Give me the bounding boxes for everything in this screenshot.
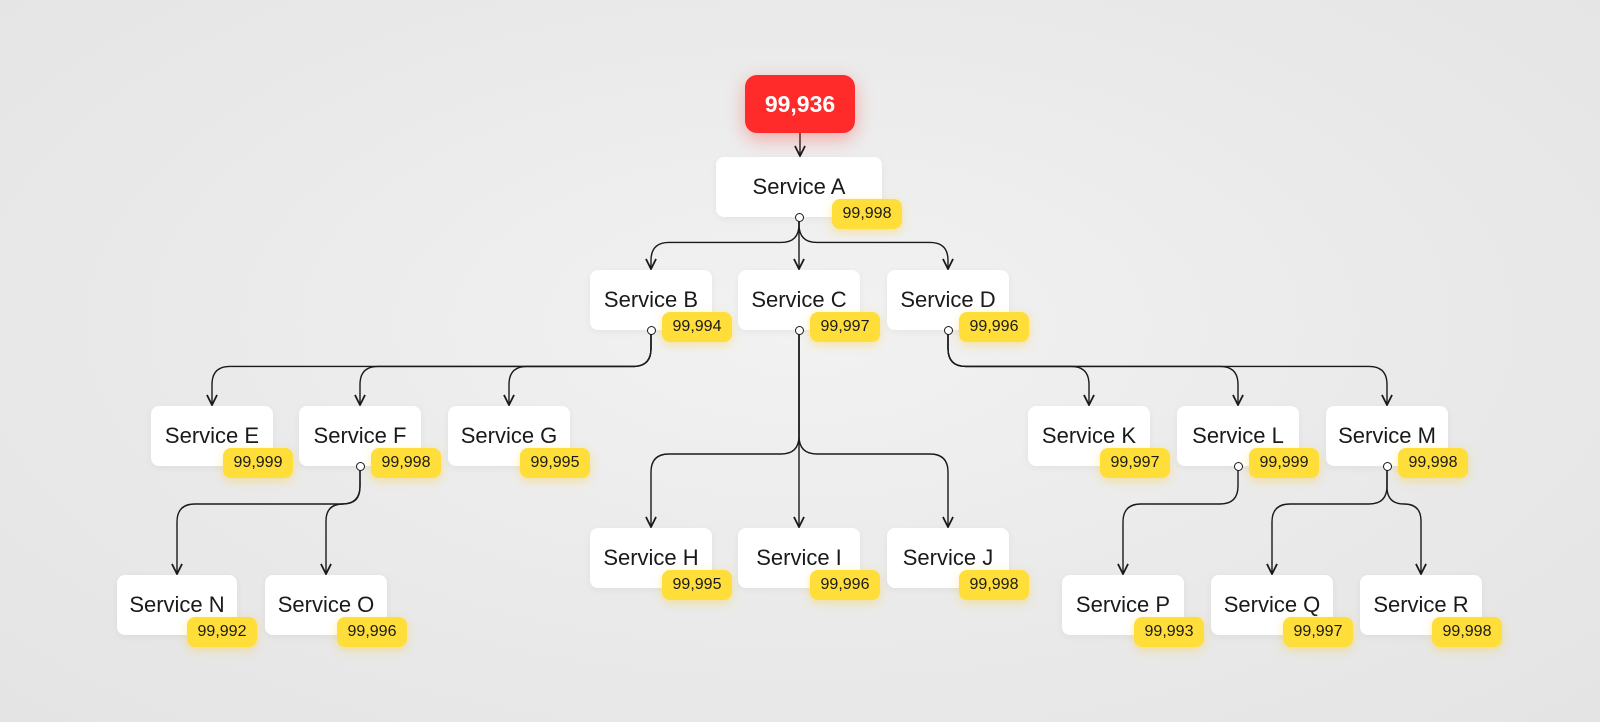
edge-b-f (360, 334, 652, 405)
availability-badge: 99,997 (1283, 617, 1353, 647)
service-name: Service N (129, 592, 225, 617)
edge-c-h (651, 334, 800, 527)
edge-f-n (177, 470, 361, 574)
service-name: Service P (1075, 592, 1171, 617)
connector-dot (1382, 461, 1392, 471)
availability-badge: 99,998 (371, 448, 441, 478)
service-name: Service A (752, 174, 846, 199)
availability-badge: 99,998 (832, 199, 902, 229)
edge-f-o (326, 470, 361, 574)
availability-badge: 99,994 (662, 312, 732, 342)
edge-d-m (947, 334, 1387, 405)
service-name: Service G (460, 423, 558, 448)
availability-badge: 99,993 (1134, 617, 1204, 647)
service-name: Service I (756, 545, 842, 570)
availability-badge: 99,997 (810, 312, 880, 342)
connector-dot (794, 325, 804, 335)
edge-a-b (651, 221, 800, 269)
availability-badge: 99,997 (1100, 448, 1170, 478)
service-name: Service H (603, 545, 699, 570)
service-name: Service F (313, 423, 407, 448)
service-name: Service L (1192, 423, 1284, 448)
availability-badge: 99,998 (1432, 617, 1502, 647)
service-name: Service M (1338, 423, 1436, 448)
availability-badge: 99,996 (810, 570, 880, 600)
connector-dot (943, 325, 953, 335)
service-name: Service C (751, 287, 847, 312)
edge-b-g (509, 334, 652, 405)
service-name: Service O (277, 592, 375, 617)
service-node-h: Service H (590, 528, 712, 588)
edge-b-e (212, 334, 652, 405)
service-name: Service K (1041, 423, 1137, 448)
edge-l-p (1123, 470, 1239, 574)
service-node-j: Service J (887, 528, 1009, 588)
service-name: Service Q (1223, 592, 1321, 617)
availability-badge: 99,992 (187, 617, 257, 647)
service-node-a: Service A (716, 157, 882, 217)
edge-m-r (1386, 470, 1421, 574)
availability-badge: 99,999 (223, 448, 293, 478)
service-name: Service R (1373, 592, 1469, 617)
availability-badge: 99,995 (520, 448, 590, 478)
availability-badge: 99,996 (337, 617, 407, 647)
availability-badge: 99,999 (1249, 448, 1319, 478)
edge-c-j (798, 334, 948, 527)
service-name: Service D (900, 287, 996, 312)
edge-m-q (1272, 470, 1388, 574)
edge-a-d (798, 221, 948, 269)
availability-badge: 99,996 (959, 312, 1029, 342)
service-name: Service E (164, 423, 260, 448)
total-availability-node: 99,936 (745, 75, 855, 133)
edge-d-l (947, 334, 1238, 405)
availability-badge: 99,995 (662, 570, 732, 600)
connector-dot (794, 212, 804, 222)
edge-d-k (947, 334, 1089, 405)
availability-badge: 99,998 (959, 570, 1029, 600)
service-name: Service B (603, 287, 699, 312)
service-name: Service J (902, 545, 994, 570)
connector-dot (355, 461, 365, 471)
connector-dot (1233, 461, 1243, 471)
connector-dot (646, 325, 656, 335)
availability-badge: 99,998 (1398, 448, 1468, 478)
service-node-n: Service N (117, 575, 237, 635)
